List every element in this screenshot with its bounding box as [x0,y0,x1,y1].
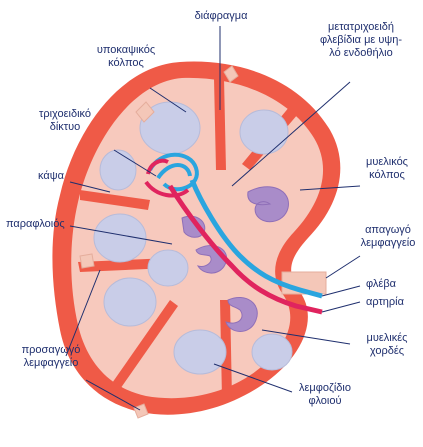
label-vein: φλέβα [366,278,397,290]
label-efferent-lymphatic: απαγωγό λεμφαγγείο [360,224,416,249]
artery-vessel [167,184,323,315]
label-paracortex: παραφλοιός [6,218,65,230]
label-afferent-lymphatic: προσαγωγό λεμφαγγείο [21,344,81,369]
label-medullary-sinus: μυελικός κόλπος [366,156,408,181]
label-capillary-network: τριχοειδικό δίκτυο [38,108,92,133]
label-capsule: κάψα [38,170,64,182]
label-cortical-follicle: λεμφοζίδιο φλοιού [299,382,351,407]
afferent-lymphatics [79,65,239,419]
label-diaphragm: διάφραγμα [194,10,248,22]
vein-vessel [189,179,323,299]
label-subcapsular-sinus: υποκαψικός κόλπος [96,44,156,69]
label-medullary-cords: μυελικές χορδές [366,332,408,357]
label-artery: αρτηρία [366,296,404,308]
leader-lines [65,26,361,411]
cortical-follicles [93,101,293,375]
capillary-network [144,152,199,198]
label-postcapillary-venule: μετατριχοειδή φλεβίδια με υψη- λό ενδοθή… [319,21,403,59]
